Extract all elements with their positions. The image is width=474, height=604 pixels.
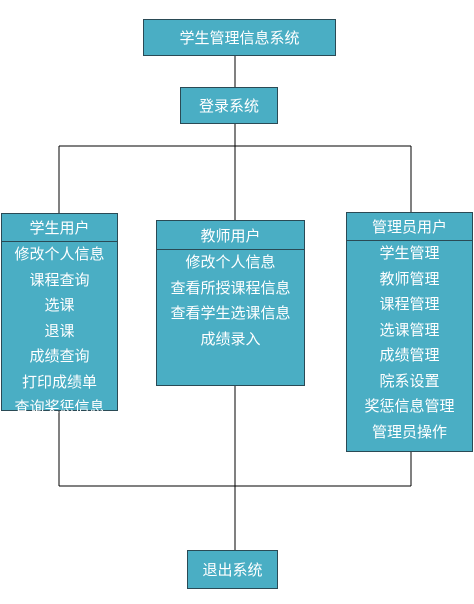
- teacher-function-item: 查看所授课程信息: [170, 278, 291, 297]
- admin-function-item: 奖惩信息管理: [364, 397, 455, 415]
- student-function-item: 查询奖惩信息: [14, 398, 105, 416]
- exit-system-label: 退出系统: [202, 561, 263, 579]
- student-function-item: 成绩查询: [29, 347, 90, 365]
- student-function-item: 选课: [44, 296, 75, 314]
- student-user-box: 学生用户 修改个人信息 课程查询 选课 退课 成绩查询 打印成绩单 查询奖惩信息: [1, 213, 118, 416]
- student-function-item: 打印成绩单: [21, 372, 97, 391]
- student-function-item: 修改个人信息: [14, 245, 105, 263]
- admin-user-box: 管理员用户 学生管理 教师管理 课程管理 选课管理 成绩管理 院系设置 奖惩信息…: [346, 212, 473, 452]
- admin-function-item: 院系设置: [379, 371, 440, 390]
- teacher-user-box: 教师用户 修改个人信息 查看所授课程信息 查看学生选课信息 成绩录入: [156, 220, 305, 386]
- student-function-item: 课程查询: [29, 270, 90, 289]
- admin-function-list: 学生管理 教师管理 课程管理 选课管理 成绩管理 院系设置 奖惩信息管理 管理员…: [347, 241, 472, 445]
- teacher-function-item: 成绩录入: [200, 329, 261, 348]
- teacher-function-item: 修改个人信息: [185, 253, 276, 271]
- admin-function-item: 学生管理: [379, 244, 440, 262]
- teacher-user-title: 教师用户: [157, 221, 304, 250]
- admin-user-title: 管理员用户: [347, 213, 472, 241]
- teacher-function-list: 修改个人信息 查看所授课程信息 查看学生选课信息 成绩录入: [157, 250, 304, 352]
- admin-function-item: 教师管理: [379, 269, 440, 288]
- system-title-label: 学生管理信息系统: [179, 29, 300, 47]
- admin-function-item: 选课管理: [379, 320, 440, 339]
- admin-function-item: 管理员操作: [371, 422, 447, 441]
- admin-function-item: 课程管理: [379, 295, 440, 313]
- login-label: 登录系统: [198, 97, 259, 115]
- login-box: 登录系统: [180, 87, 278, 124]
- student-function-list: 修改个人信息 课程查询 选课 退课 成绩查询 打印成绩单 查询奖惩信息: [2, 242, 117, 421]
- student-user-title: 学生用户: [2, 214, 117, 242]
- admin-function-item: 成绩管理: [379, 346, 440, 364]
- teacher-function-item: 查看学生选课信息: [170, 304, 291, 322]
- system-title-box: 学生管理信息系统: [143, 19, 336, 56]
- exit-system-box: 退出系统: [187, 550, 278, 589]
- student-function-item: 退课: [44, 321, 75, 340]
